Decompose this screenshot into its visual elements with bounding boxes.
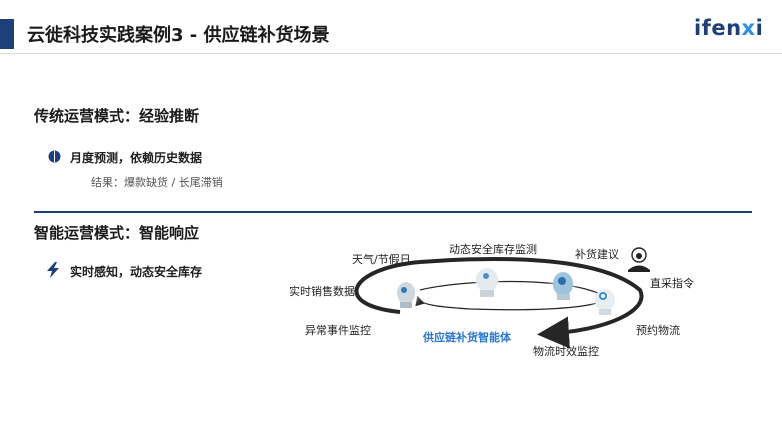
label-direct: 直采指令 xyxy=(650,277,694,290)
agent-name: 供应链补货智能体 xyxy=(423,331,511,344)
label-safety-stock: 动态安全库存监测 xyxy=(449,243,537,256)
label-sales: 实时销售数据 xyxy=(289,285,355,298)
label-anomaly: 异常事件监控 xyxy=(305,324,371,337)
smart-mode-heading: 智能运营模式：智能响应 xyxy=(34,224,200,242)
brand-logo: ifenxi xyxy=(694,16,764,40)
robot-head-1 xyxy=(394,281,422,309)
advisor-person-icon xyxy=(628,247,650,272)
traditional-mode-heading: 传统运营模式：经验推断 xyxy=(34,107,200,125)
brain-icon xyxy=(48,150,61,163)
label-weather: 天气/节假日 xyxy=(352,253,411,266)
robot-head-4 xyxy=(590,287,620,317)
label-replenish: 补货建议 xyxy=(575,248,619,261)
outer-loop-arrow xyxy=(354,256,644,349)
section-divider xyxy=(34,211,752,213)
robot-head-2 xyxy=(472,267,502,297)
robot-head-3 xyxy=(547,269,579,301)
page-title: 云徙科技实践案例3 - 供应链补货场景 xyxy=(27,25,330,46)
traditional-result: 结果：爆款缺货 / 长尾滞销 xyxy=(91,176,223,189)
title-accent-bar xyxy=(0,19,14,49)
label-booking: 预约物流 xyxy=(636,324,680,337)
traditional-point: 月度预测，依赖历史数据 xyxy=(70,151,203,165)
lightning-icon xyxy=(47,262,59,278)
smart-point: 实时感知，动态安全库存 xyxy=(70,265,203,279)
header-divider xyxy=(0,53,782,54)
label-logistics: 物流时效监控 xyxy=(533,345,599,358)
